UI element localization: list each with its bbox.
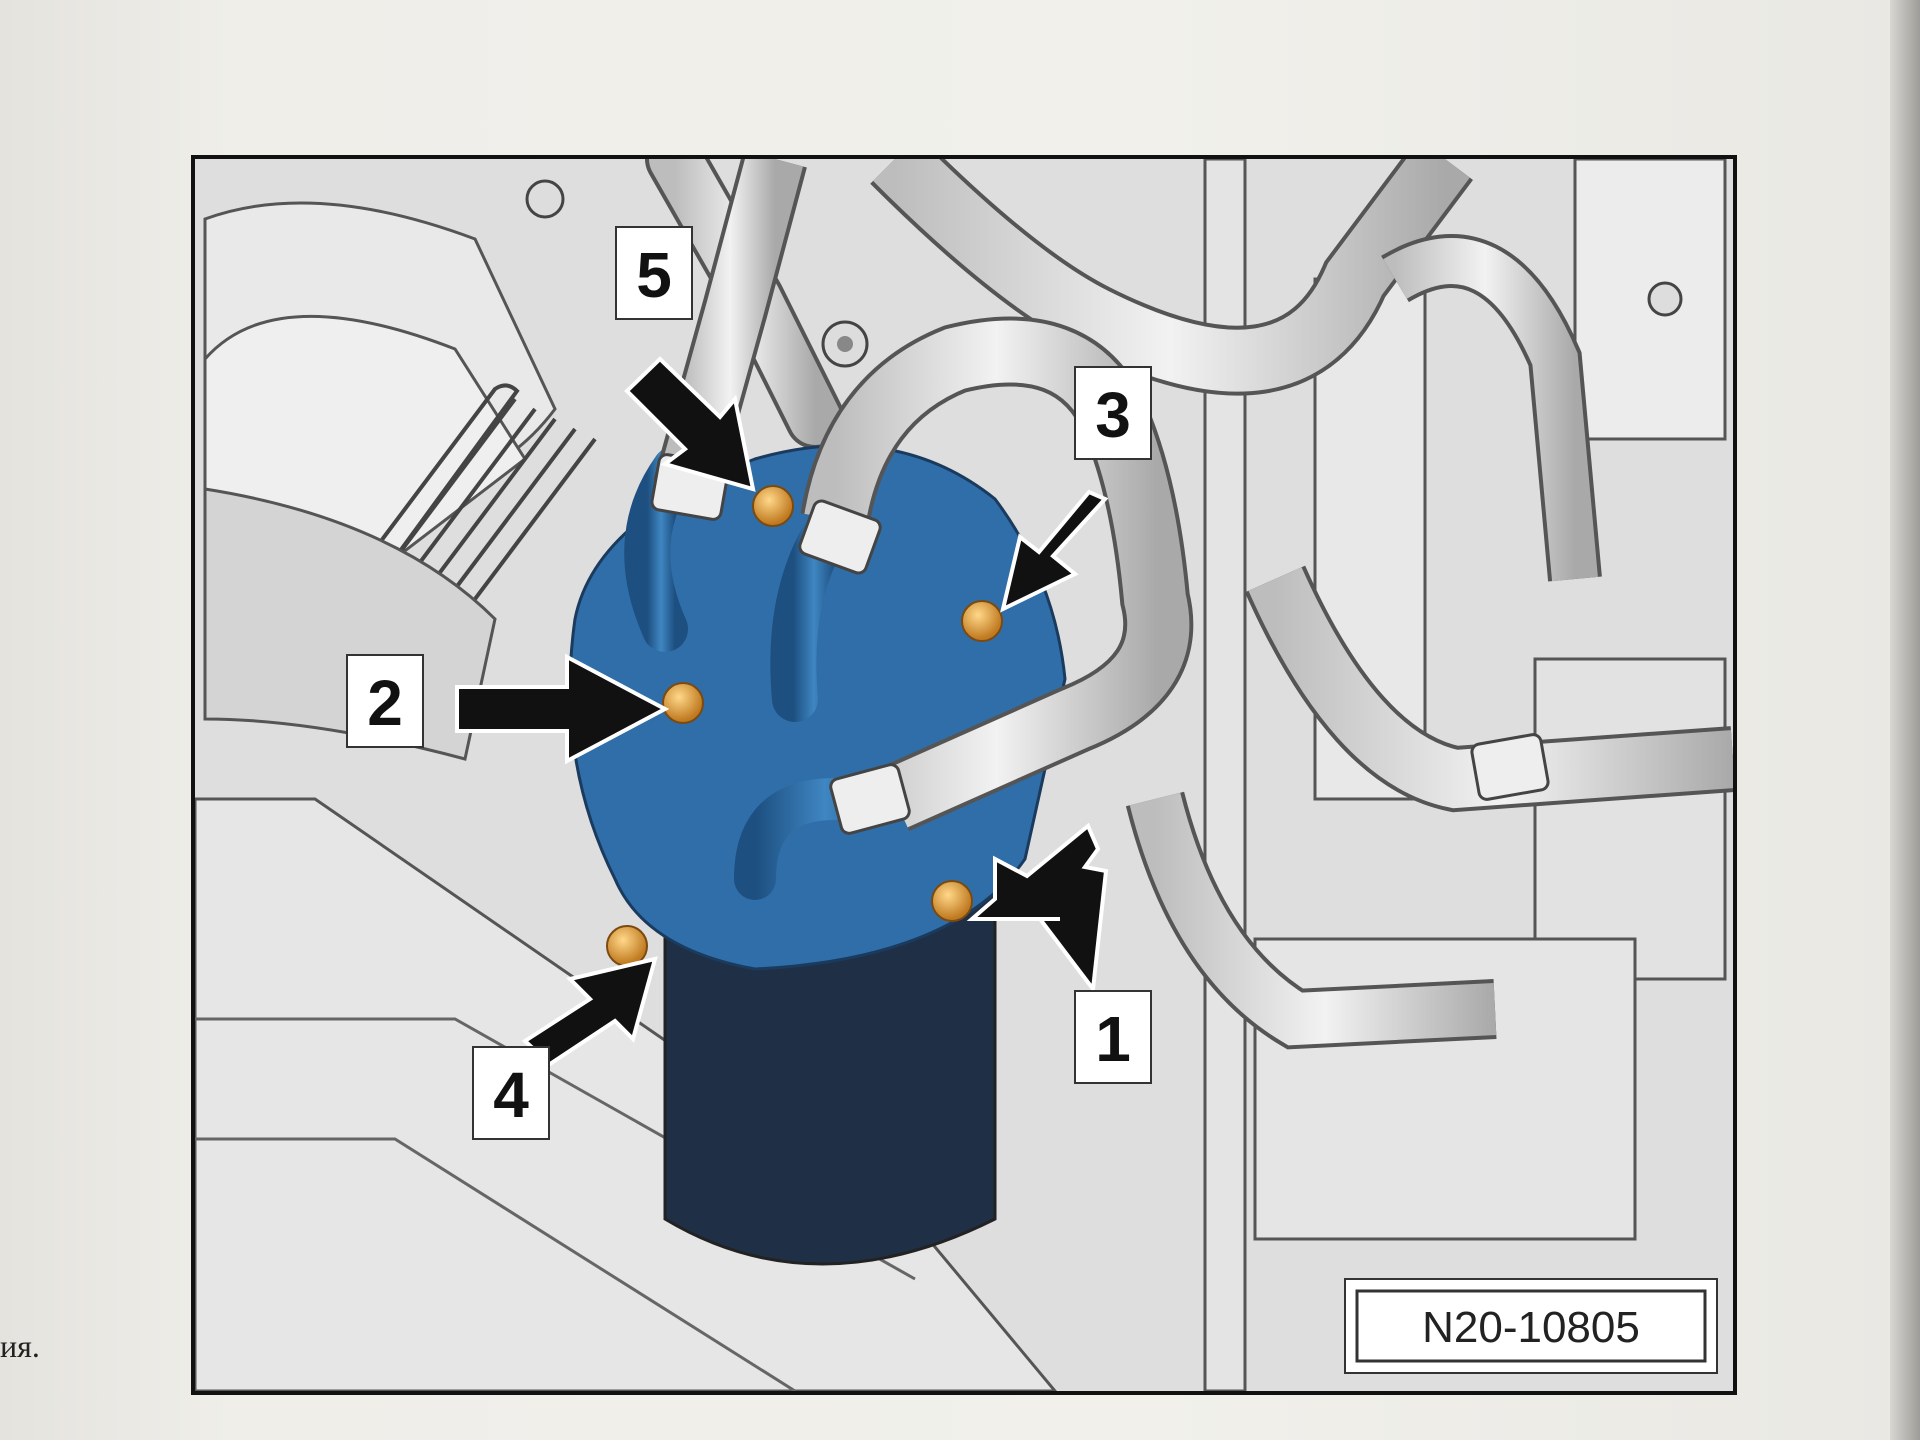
arrow-5: [624, 356, 756, 492]
screen-edge: [1890, 0, 1920, 1440]
callout-3: 3: [1074, 366, 1152, 460]
svg-text:4: 4: [493, 1059, 529, 1131]
figure-reference-code: N20-10805: [1422, 1303, 1640, 1352]
callout-labels: 1 2 3 4 5: [346, 226, 1152, 1140]
bolt-2: [662, 682, 704, 724]
pointer-arrows: [455, 356, 1109, 1067]
arrow-2: [455, 653, 670, 765]
technical-illustration: 1 2 3 4 5 N20-10805: [191, 155, 1737, 1395]
bolt-3: [961, 600, 1003, 642]
bolt-4: [606, 925, 648, 967]
callout-5: 5: [615, 226, 693, 320]
svg-text:1: 1: [1095, 1003, 1131, 1075]
callout-2: 2: [346, 654, 424, 748]
margin-text-fragment: ия.: [0, 1328, 40, 1364]
mounting-bolts: [606, 485, 1003, 967]
svg-text:5: 5: [636, 239, 672, 311]
figure-reference-box: N20-10805: [1344, 1278, 1718, 1374]
arrow-1: [966, 822, 1109, 995]
svg-text:3: 3: [1095, 379, 1131, 451]
callout-1: 1: [1074, 990, 1152, 1084]
arrow-3: [1000, 489, 1109, 613]
bolt-5: [752, 485, 794, 527]
svg-text:2: 2: [367, 667, 403, 739]
arrow-4: [521, 956, 658, 1067]
illustration-canvas: 1 2 3 4 5 N20-10805: [195, 159, 1733, 1391]
callout-4: 4: [472, 1046, 550, 1140]
bolt-1: [931, 880, 973, 922]
